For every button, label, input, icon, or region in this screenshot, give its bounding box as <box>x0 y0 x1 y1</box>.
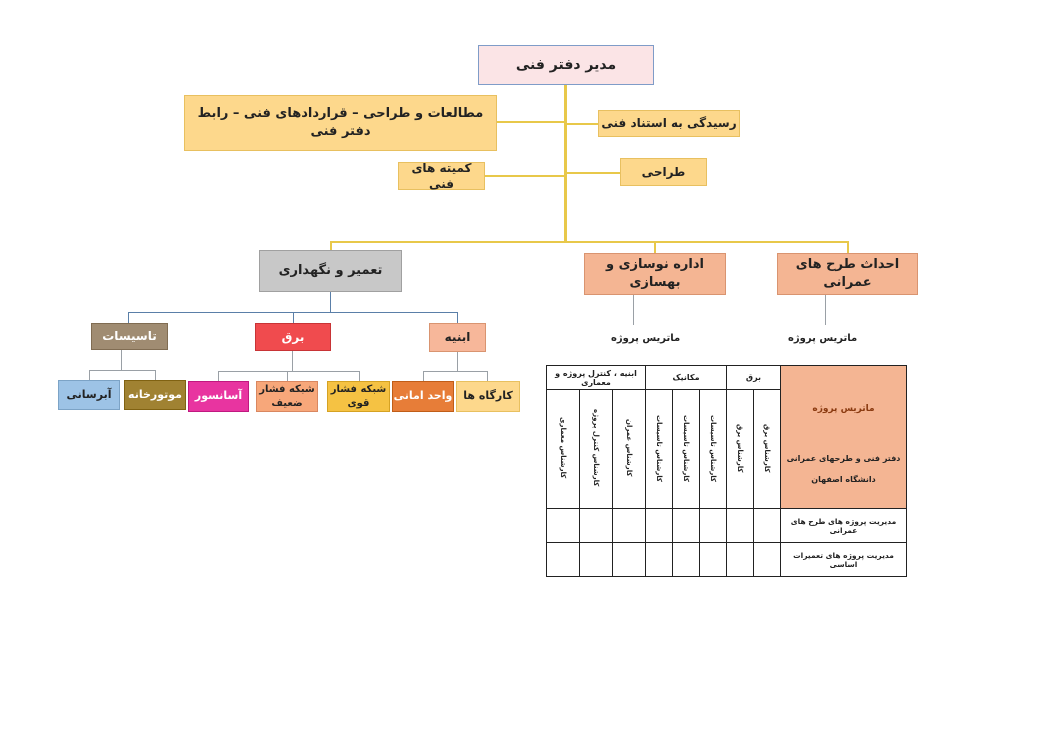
low-voltage-network-box: شبکه فشار ضعیف <box>256 381 318 412</box>
matrix-group-header: برق <box>726 365 781 390</box>
connector-renovation <box>654 241 656 255</box>
high-voltage-network-box: شبکه فشار قوی <box>327 381 390 412</box>
design-box: طراحی <box>620 158 707 186</box>
buildings-box: ابنیه <box>429 323 486 352</box>
connector-electric <box>293 312 294 324</box>
construction-matrix-label: ماتریس پروژه <box>788 333 858 344</box>
matrix-column-header: کارشناس تاسیسات <box>645 389 673 509</box>
connector-committees <box>485 175 565 177</box>
facilities-stem <box>121 350 122 370</box>
connector-construction <box>847 241 849 255</box>
matrix-row-header: مدیریت پروژه های تعمیرات اساسی <box>780 542 907 577</box>
connector-studies <box>497 121 565 123</box>
matrix-cell <box>645 508 673 543</box>
construction-projects-box: احداث طرح های عمرانی <box>777 253 918 295</box>
matrix-corner-office: دفتر فنی و طرحهای عمرانی <box>786 454 901 463</box>
matrix-column-header: کارشناس برق <box>753 389 781 509</box>
facilities-right-drop <box>155 370 156 380</box>
matrix-corner-title: ماتریس پروژه <box>812 404 875 414</box>
maintenance-box: تعمیر و نگهداری <box>259 250 402 292</box>
facilities-left-drop <box>89 370 90 380</box>
matrix-column-header: کارشناس کنترل پروژه <box>579 389 613 509</box>
connector-buildings <box>457 312 458 324</box>
matrix-row-header: مدیریت پروژه های طرح های عمرانی <box>780 508 907 543</box>
trunk-line <box>564 85 567 243</box>
connector-design <box>565 172 620 174</box>
matrix-cell <box>726 508 754 543</box>
connector-facilities <box>128 312 129 324</box>
matrix-cell <box>546 542 580 577</box>
matrix-cell <box>612 542 646 577</box>
facilities-box: تاسیسات <box>91 323 168 350</box>
buildings-left-drop <box>423 371 424 381</box>
matrix-column-header: کارشناس تاسیسات <box>699 389 727 509</box>
buildings-bus <box>423 371 487 372</box>
matrix-column-label: کارشناس تاسیسات <box>655 414 663 482</box>
workshops-box: کارگاه ها <box>456 381 520 412</box>
matrix-cell <box>672 542 700 577</box>
matrix-cell <box>612 508 646 543</box>
connector-maintenance <box>330 241 332 251</box>
irrigation-box: آبرسانی <box>58 380 120 410</box>
matrix-column-label: کارشناس معماری <box>559 417 567 479</box>
matrix-column-label: کارشناس تاسیسات <box>709 414 717 482</box>
matrix-cell <box>672 508 700 543</box>
studies-design-box: مطالعات و طراحی – قراردادهای فنی – رابط … <box>184 95 497 151</box>
matrix-group-header: ابنیه ، کنترل پروژه و معماری <box>546 365 646 390</box>
technical-committees-box: کمیته های فنی <box>398 161 485 191</box>
renovation-department-box: اداره نوسازی و بهسازی <box>584 253 726 295</box>
matrix-cell <box>579 508 613 543</box>
renovation-matrix-label: ماتریس پروژه <box>611 333 681 344</box>
matrix-column-header: کارشناس معماری <box>546 389 580 509</box>
technical-office-manager-box: مدیر دفتر فنی <box>478 45 654 85</box>
matrix-column-label: کارشناس کنترل پروژه <box>592 409 600 487</box>
facilities-bus <box>89 370 155 371</box>
horizontal-bus <box>330 241 849 243</box>
buildings-stem <box>457 352 458 371</box>
electric-bus <box>218 371 359 372</box>
matrix-column-label: کارشناس برق <box>736 423 744 473</box>
electric-mid-drop <box>287 371 288 381</box>
matrix-column-header: کارشناس تاسیسات <box>672 389 700 509</box>
electric-stem <box>292 351 293 371</box>
matrix-cell <box>699 542 727 577</box>
electric-box: برق <box>255 323 331 351</box>
safety-unit-box: واحد امانی <box>392 381 454 412</box>
electric-left-drop <box>218 371 219 381</box>
matrix-column-label: کارشناس عمران <box>625 419 633 477</box>
engine-room-box: موتورخانه <box>124 380 186 410</box>
project-matrix-table: ماتریس پروژه دفتر فنی و طرحهای عمرانی دا… <box>546 365 907 577</box>
electric-right-drop <box>359 371 360 381</box>
matrix-column-label: کارشناس برق <box>763 423 771 473</box>
matrix-corner-cell: ماتریس پروژه دفتر فنی و طرحهای عمرانی دا… <box>780 365 907 509</box>
maintenance-stem <box>330 292 331 312</box>
connector-renovation-matrix <box>633 295 634 325</box>
matrix-column-label: کارشناس تاسیسات <box>682 414 690 482</box>
matrix-cell <box>753 542 781 577</box>
matrix-cell <box>699 508 727 543</box>
matrix-group-header: مکانیک <box>645 365 727 390</box>
connector-construction-matrix <box>825 295 826 325</box>
technical-review-box: رسیدگی به استناد فنی <box>598 110 740 137</box>
elevator-box: آسانسور <box>188 381 249 412</box>
matrix-cell <box>546 508 580 543</box>
matrix-cell <box>753 508 781 543</box>
matrix-cell <box>579 542 613 577</box>
matrix-corner-university: دانشگاه اصفهان <box>811 475 876 484</box>
matrix-cell <box>726 542 754 577</box>
matrix-column-header: کارشناس عمران <box>612 389 646 509</box>
matrix-column-header: کارشناس برق <box>726 389 754 509</box>
connector-review <box>565 123 598 125</box>
buildings-right-drop <box>487 371 488 381</box>
matrix-cell <box>645 542 673 577</box>
